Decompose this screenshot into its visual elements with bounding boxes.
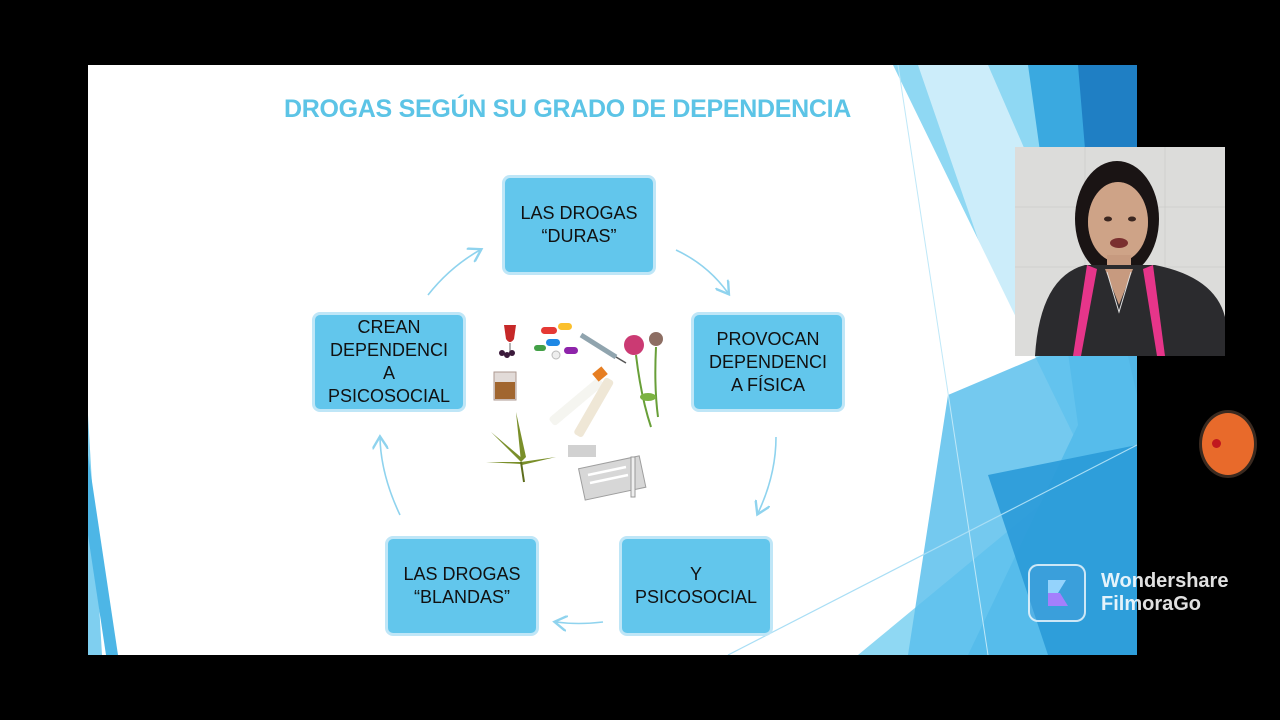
node-psicosocial: Y PSICOSOCIAL (619, 536, 773, 636)
node-dependencia-fisica: PROVOCAN DEPENDENCI A FÍSICA (691, 312, 845, 412)
node-drogas-duras-label: LAS DROGAS “DURAS” (520, 203, 638, 246)
presenter-image (1015, 147, 1225, 356)
filmorago-logo-icon (1028, 564, 1086, 622)
node-psicosocial-label: Y PSICOSOCIAL (634, 564, 758, 607)
record-indicator-icon[interactable] (1199, 410, 1257, 478)
filmorago-watermark: Wondershare FilmoraGo (1028, 564, 1280, 626)
watermark-line1: Wondershare (1101, 570, 1229, 592)
node-crean-dependencia-label: CREAN DEPENDENCI A PSICOSOCIAL (327, 317, 451, 406)
node-drogas-blandas-label: LAS DROGAS “BLANDAS” (403, 564, 521, 607)
node-dependencia-fisica-label: PROVOCAN DEPENDENCI A FÍSICA (708, 328, 828, 395)
node-drogas-duras: LAS DROGAS “DURAS” (502, 175, 656, 275)
watermark-line2: FilmoraGo (1101, 593, 1202, 615)
slide-title: DROGAS SEGÚN SU GRADO DE DEPENDENCIA (284, 95, 852, 123)
watermark-text: Wondershare FilmoraGo (1101, 570, 1228, 616)
node-crean-dependencia: CREAN DEPENDENCI A PSICOSOCIAL (312, 312, 466, 412)
drugs-collage-image (486, 323, 663, 501)
presentation-slide: DROGAS SEGÚN SU GRADO DE DEPENDENCIA LAS… (88, 65, 1137, 655)
webcam-overlay (1015, 147, 1225, 356)
node-drogas-blandas: LAS DROGAS “BLANDAS” (385, 536, 539, 636)
